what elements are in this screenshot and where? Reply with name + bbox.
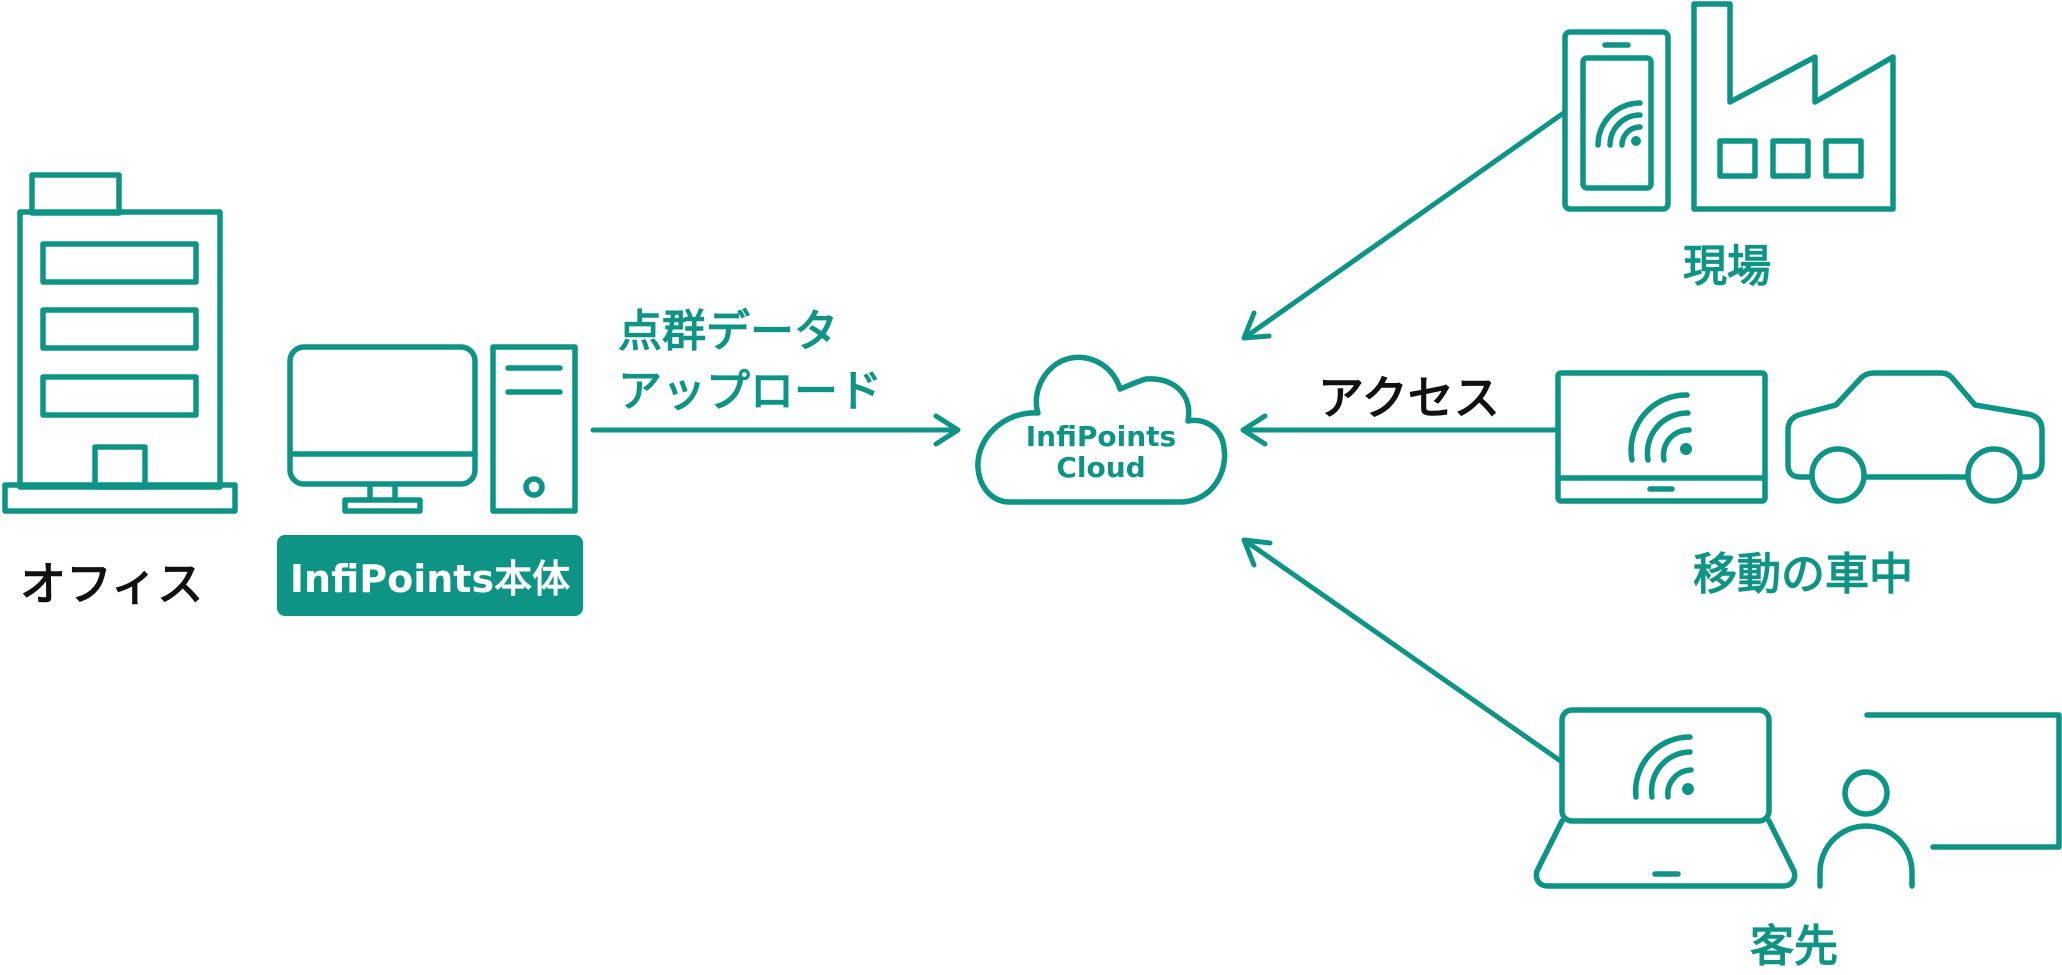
upload-label: 点群データ アップロード (618, 302, 882, 422)
access-label: アクセス (1318, 371, 1500, 425)
factory-icon (1691, 1, 1896, 212)
office-label: オフィス (20, 557, 204, 611)
product-badge: InfiPoints本体 (277, 535, 583, 616)
vehicle-label: 移動の車中 (1693, 549, 1913, 600)
wifi-icon (1595, 100, 1643, 148)
upload-label-line2: アップロード (618, 366, 882, 417)
cloud-label-line1: InfiPoints (1026, 420, 1176, 453)
laptop-icon (1533, 707, 1798, 889)
access-arrow-vehicle (1240, 413, 1561, 447)
presenter-icon (1817, 712, 2062, 889)
smartphone-icon (1562, 29, 1671, 212)
access-arrow-site (1241, 109, 1568, 341)
upload-arrow (590, 413, 961, 447)
upload-label-line1: 点群データ (618, 306, 838, 357)
office-building-icon (2, 172, 238, 514)
site-label: 現場 (1683, 241, 1771, 292)
wifi-icon (1628, 392, 1692, 463)
access-arrow-client (1241, 537, 1565, 765)
pc-tower-icon (490, 344, 578, 514)
cloud-label-line2: Cloud (1056, 451, 1145, 484)
cloud-icon (975, 354, 1228, 505)
tablet-icon (1555, 370, 1768, 504)
wifi-icon (1632, 734, 1694, 800)
client-label: 客先 (1750, 921, 1838, 972)
desktop-monitor-icon (287, 344, 478, 514)
car-icon (1785, 370, 2045, 504)
